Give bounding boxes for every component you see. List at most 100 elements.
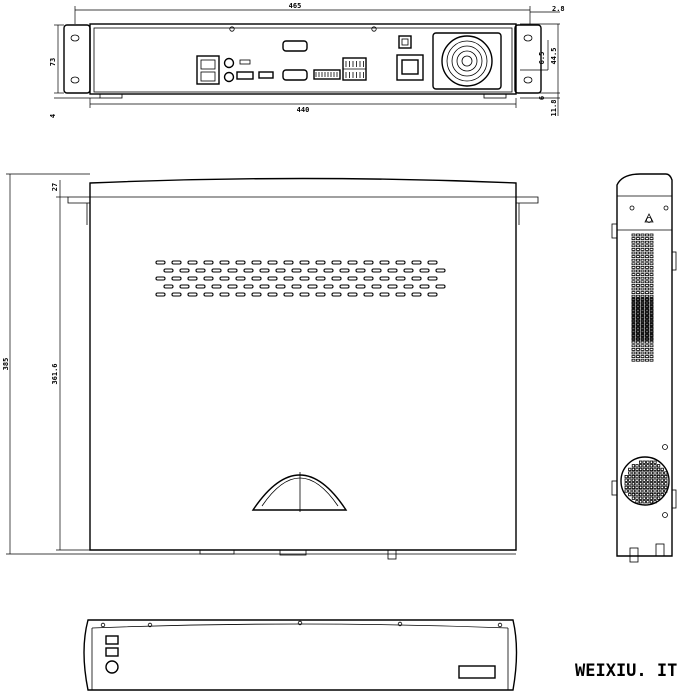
vent-slot	[435, 268, 446, 273]
hdmi-port	[236, 71, 254, 80]
dim-right-height: 44.5	[550, 48, 558, 65]
rear-foot-left	[99, 93, 123, 99]
dim-depth-lip: 27	[51, 183, 59, 191]
vent-slot	[427, 276, 438, 281]
vent-slot	[267, 260, 278, 265]
left-ear-lip	[67, 196, 91, 204]
vent-slot	[427, 260, 438, 265]
vent-slot	[331, 260, 342, 265]
vent-slot	[203, 292, 214, 297]
alarm-terminal	[313, 69, 341, 80]
vent-slot	[235, 292, 246, 297]
vent-slot	[235, 276, 246, 281]
dim-rear-height: 73	[49, 58, 57, 66]
vent-slot	[203, 276, 214, 281]
psu-fan-housing	[432, 32, 502, 90]
vent-slot	[155, 276, 166, 281]
vent-slot	[411, 276, 422, 281]
vent-slot	[331, 292, 342, 297]
vga-port-bottom	[282, 69, 308, 81]
screw	[371, 26, 377, 32]
vent-slot	[395, 260, 406, 265]
vent-slot	[363, 292, 374, 297]
vent-slot	[371, 284, 382, 289]
vent-slot	[283, 260, 294, 265]
vent-slot	[411, 292, 422, 297]
vent-slot	[339, 284, 350, 289]
vent-slot	[419, 268, 430, 273]
power-switch	[398, 35, 412, 49]
vent-slot	[179, 268, 190, 273]
watermark-text: WEIXIU. IT	[575, 661, 677, 681]
vent-slot	[435, 284, 446, 289]
rear-plug	[387, 549, 397, 560]
vent-slot	[195, 284, 206, 289]
vent-slots	[155, 260, 446, 297]
vent-slot	[363, 260, 374, 265]
side-view	[611, 173, 677, 563]
vent-slot	[403, 284, 414, 289]
vent-slot	[163, 268, 174, 273]
rear-view: 465 2.8 73 4 440 6.5 44.5 6 11.8	[49, 2, 565, 118]
rear-foot-right	[483, 93, 507, 99]
vent-slot	[331, 276, 342, 281]
dim-right-upper: 6.5	[538, 52, 546, 65]
vent-slot	[355, 268, 366, 273]
vent-slot	[299, 276, 310, 281]
vent-slot	[267, 292, 278, 297]
vent-slot	[187, 260, 198, 265]
vent-slot	[219, 276, 230, 281]
vent-slot	[427, 292, 438, 297]
vent-slot	[171, 260, 182, 265]
vent-slot	[243, 284, 254, 289]
right-ear-hole-top	[523, 34, 533, 42]
power-button	[105, 660, 119, 674]
vent-slot	[219, 260, 230, 265]
front-panel	[83, 619, 518, 691]
side-vent-middle	[631, 297, 654, 362]
vent-slot	[371, 268, 382, 273]
vent-slot	[187, 276, 198, 281]
vent-slot	[363, 276, 374, 281]
vent-slot	[227, 284, 238, 289]
vent-slot	[283, 292, 294, 297]
vent-slot	[315, 292, 326, 297]
vent-slot	[259, 284, 270, 289]
vent-slot	[323, 284, 334, 289]
dim-depth-total: 385	[2, 358, 10, 371]
vent-slot	[155, 260, 166, 265]
vent-slot	[203, 260, 214, 265]
vent-slot	[163, 284, 174, 289]
vent-slot	[395, 276, 406, 281]
vent-slot	[411, 260, 422, 265]
lan-port-block	[196, 55, 220, 85]
front-usb-1	[105, 635, 119, 645]
psu-fan	[441, 35, 493, 87]
vent-slot	[347, 260, 358, 265]
dim-top-width: 465	[289, 2, 302, 10]
dim-top-right-offset: 2.8	[552, 5, 565, 13]
right-ear-hole-bottom	[523, 76, 533, 84]
vent-slot	[211, 284, 222, 289]
vent-slot	[235, 260, 246, 265]
vent-slot	[187, 292, 198, 297]
vent-slot	[403, 268, 414, 273]
power-inlet	[396, 54, 424, 81]
vent-slot	[323, 268, 334, 273]
vent-slot	[387, 268, 398, 273]
rear-bump	[279, 549, 307, 556]
audio-jack-2	[223, 71, 235, 83]
vent-slot	[275, 284, 286, 289]
vent-slot	[267, 276, 278, 281]
vga-port-top	[282, 40, 308, 52]
audio-jack-1	[223, 57, 235, 69]
vent-slot	[171, 292, 182, 297]
vent-slot	[355, 284, 366, 289]
vent-slot	[179, 284, 190, 289]
vent-slot	[379, 292, 390, 297]
vent-slot	[395, 292, 406, 297]
power-inlet-socket	[401, 59, 419, 75]
dim-rear-foot: 4	[49, 114, 57, 118]
vent-slot	[219, 292, 230, 297]
